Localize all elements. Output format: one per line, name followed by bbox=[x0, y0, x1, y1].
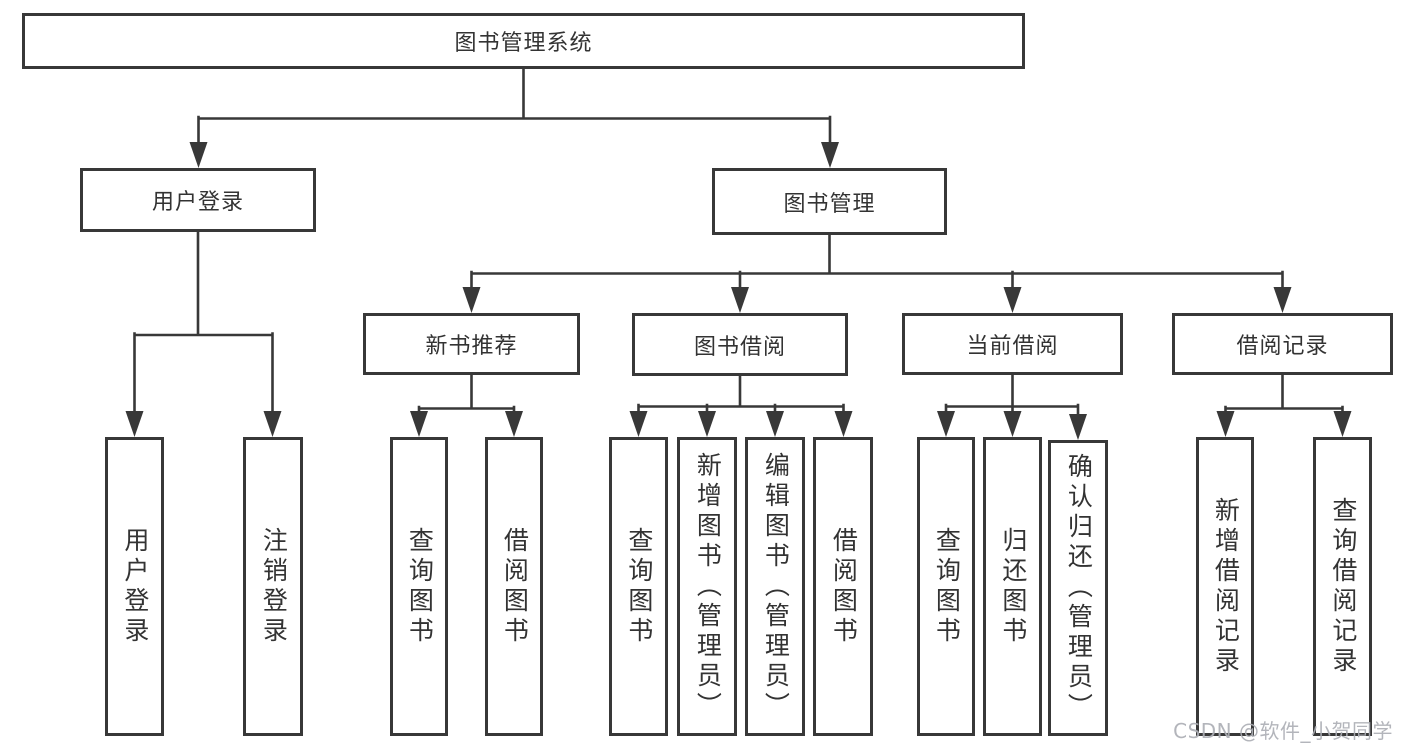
arrowhead-icon bbox=[410, 411, 428, 437]
leaf-borrow-query-books: 查询图书 bbox=[609, 437, 668, 736]
leaf-borrow-add-books-admin-label: 新增图书（管理员） bbox=[693, 451, 723, 722]
connector-borrow-to-leaves bbox=[637, 373, 845, 414]
leaf-records-query-record: 查询借阅记录 bbox=[1313, 437, 1372, 736]
node-borrow-records-label: 借阅记录 bbox=[1236, 334, 1329, 359]
leaf-current-query-books-label: 查询图书 bbox=[932, 526, 962, 647]
connector-book-mgmt-to-level3 bbox=[470, 233, 1284, 290]
leaf-borrow-borrow-books-label: 借阅图书 bbox=[829, 526, 859, 647]
leaf-borrow-borrow-books: 借阅图书 bbox=[813, 437, 873, 736]
connector-recommend-to-leaves bbox=[417, 373, 516, 414]
leaf-current-confirm-return-admin-label: 确认归还（管理员） bbox=[1064, 453, 1094, 723]
arrowhead-icon bbox=[1003, 287, 1022, 313]
leaf-recommend-query-books-label: 查询图书 bbox=[405, 526, 435, 647]
leaf-records-add-record-label: 新增借阅记录 bbox=[1211, 496, 1241, 677]
arrowhead-icon bbox=[263, 411, 282, 437]
arrowhead-icon bbox=[821, 142, 839, 168]
leaf-borrow-query-books-label: 查询图书 bbox=[624, 526, 654, 647]
arrowhead-icon bbox=[937, 411, 955, 437]
arrowhead-icon bbox=[1273, 287, 1292, 313]
node-current-borrow: 当前借阅 bbox=[902, 313, 1123, 375]
node-borrow-records: 借阅记录 bbox=[1172, 313, 1393, 375]
arrowhead-icon bbox=[1069, 414, 1087, 440]
connector-user-login-to-leaves bbox=[133, 230, 274, 414]
arrowhead-icon bbox=[1003, 411, 1022, 437]
leaf-current-return-books-label: 归还图书 bbox=[998, 526, 1028, 647]
node-book-borrow: 图书借阅 bbox=[632, 313, 848, 376]
leaf-borrow-edit-books-admin-label: 编辑图书（管理员） bbox=[761, 451, 791, 722]
node-root-system: 图书管理系统 bbox=[22, 13, 1025, 69]
leaf-records-query-record-label: 查询借阅记录 bbox=[1328, 496, 1358, 677]
node-user-login: 用户登录 bbox=[80, 168, 316, 232]
leaf-current-confirm-return-admin: 确认归还（管理员） bbox=[1048, 440, 1108, 736]
arrowhead-icon bbox=[834, 411, 853, 437]
connector-root-to-level2 bbox=[197, 67, 832, 145]
leaf-borrow-edit-books-admin: 编辑图书（管理员） bbox=[745, 437, 805, 736]
leaf-user-login: 用户登录 bbox=[105, 437, 164, 736]
leaf-current-query-books: 查询图书 bbox=[917, 437, 975, 736]
arrowhead-icon bbox=[189, 142, 208, 168]
leaf-logout-label: 注销登录 bbox=[259, 526, 289, 647]
arrowhead-icon bbox=[731, 287, 749, 313]
arrowhead-icon bbox=[766, 411, 784, 437]
arrowhead-icon bbox=[1333, 411, 1352, 437]
leaf-borrow-add-books-admin: 新增图书（管理员） bbox=[677, 437, 737, 736]
node-new-book-recommend: 新书推荐 bbox=[363, 313, 580, 375]
leaf-user-login-label: 用户登录 bbox=[120, 526, 150, 647]
arrowhead-icon bbox=[125, 411, 144, 437]
leaf-records-add-record: 新增借阅记录 bbox=[1196, 437, 1254, 736]
node-root-label: 图书管理系统 bbox=[454, 31, 593, 56]
leaf-recommend-query-books: 查询图书 bbox=[390, 437, 448, 736]
csdn-watermark: CSDN @软件_小贺同学 bbox=[1173, 719, 1393, 743]
arrowhead-icon bbox=[462, 287, 481, 313]
connector-records-to-leaves bbox=[1224, 373, 1344, 414]
node-book-management-label: 图书管理 bbox=[783, 191, 876, 217]
node-user-login-label: 用户登录 bbox=[151, 190, 244, 215]
arrowhead-icon bbox=[698, 411, 716, 437]
leaf-current-return-books: 归还图书 bbox=[983, 437, 1042, 736]
arrowhead-icon bbox=[629, 411, 648, 437]
node-book-borrow-label: 图书借阅 bbox=[693, 334, 786, 360]
connector-current-to-leaves bbox=[944, 373, 1080, 416]
node-book-management: 图书管理 bbox=[712, 168, 947, 235]
node-new-book-recommend-label: 新书推荐 bbox=[425, 334, 518, 359]
leaf-recommend-borrow-books-label: 借阅图书 bbox=[500, 526, 530, 647]
arrowhead-icon bbox=[1216, 411, 1235, 437]
node-current-borrow-label: 当前借阅 bbox=[966, 334, 1059, 359]
leaf-recommend-borrow-books: 借阅图书 bbox=[485, 437, 543, 736]
arrowhead-icon bbox=[505, 411, 523, 437]
leaf-logout: 注销登录 bbox=[243, 437, 303, 736]
